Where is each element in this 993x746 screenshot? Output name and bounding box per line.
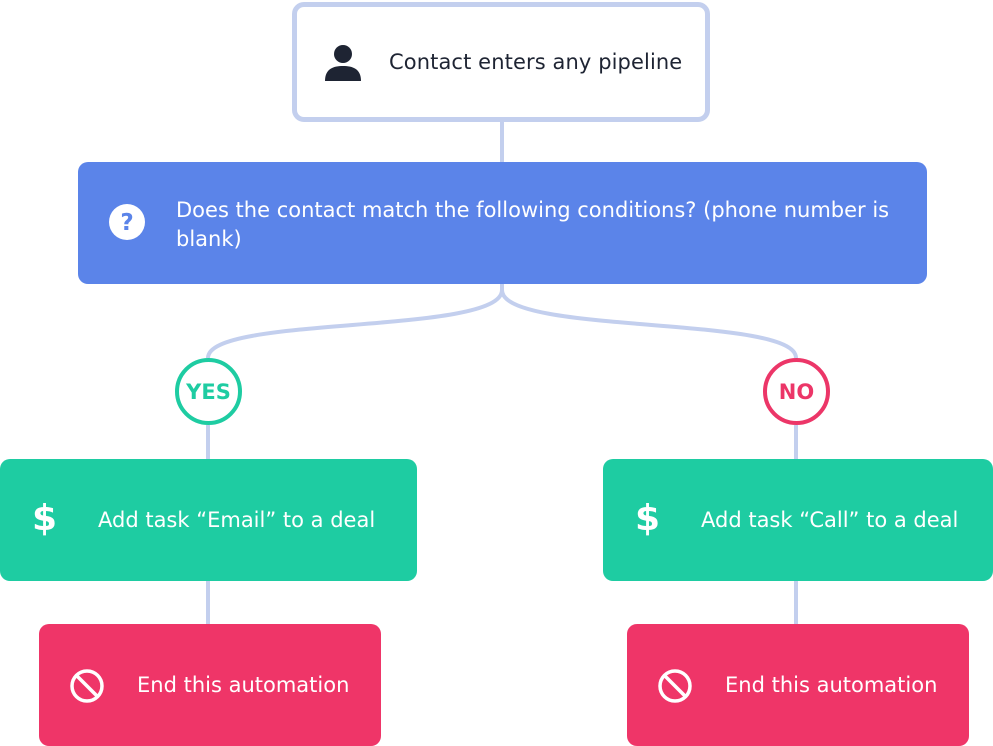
end-label-no: End this automation: [725, 673, 938, 697]
ban-icon: [657, 668, 693, 704]
condition-label: Does the contact match the following con…: [176, 198, 890, 251]
connector-condition-yes: [206, 284, 504, 359]
action-node-email[interactable]: $ Add task “Email” to a deal: [0, 459, 417, 581]
person-icon: [323, 43, 363, 83]
end-node-no[interactable]: End this automation: [627, 624, 969, 746]
action-label-email: Add task “Email” to a deal: [98, 508, 376, 532]
end-label-yes: End this automation: [137, 673, 350, 697]
condition-node[interactable]: ? Does the contact match the following c…: [78, 162, 927, 284]
connector-condition-no: [500, 284, 798, 359]
dollar-icon: $: [635, 498, 661, 539]
action-label-call: Add task “Call” to a deal: [701, 508, 959, 532]
trigger-node[interactable]: Contact enters any pipeline: [292, 2, 710, 122]
no-branch-badge[interactable]: NO: [763, 358, 830, 425]
end-node-yes[interactable]: End this automation: [39, 624, 381, 746]
yes-branch-badge[interactable]: YES: [175, 358, 242, 425]
svg-text:?: ?: [120, 210, 133, 236]
dollar-icon: $: [32, 498, 58, 539]
question-mark-icon: ?: [108, 203, 146, 241]
trigger-label: Contact enters any pipeline: [389, 50, 683, 74]
ban-icon: [69, 668, 105, 704]
action-node-call[interactable]: $ Add task “Call” to a deal: [603, 459, 993, 581]
